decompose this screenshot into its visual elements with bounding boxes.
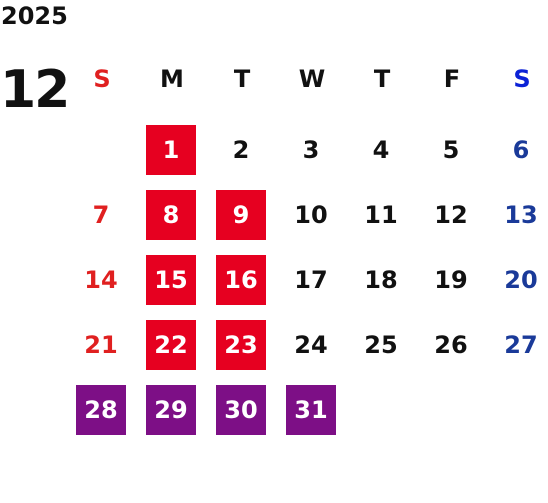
day-cell[interactable]: 13 [504,201,538,229]
day-cell[interactable]: 30 [216,385,266,435]
day-cell[interactable]: 18 [364,266,398,294]
day-cell[interactable]: 10 [294,201,328,229]
day-cell[interactable]: 12 [434,201,468,229]
year-label: 2025 [1,2,68,30]
day-cell[interactable]: 21 [84,331,118,359]
day-cell[interactable]: 17 [294,266,328,294]
day-cell[interactable]: 1 [146,125,196,175]
weekday-thu: T [373,65,391,93]
day-cell[interactable]: 5 [442,136,460,164]
day-cell[interactable]: 25 [364,331,398,359]
weekday-sat: S [513,65,531,93]
day-cell[interactable]: 22 [146,320,196,370]
day-cell[interactable]: 24 [294,331,328,359]
day-cell[interactable]: 11 [364,201,398,229]
day-cell[interactable]: 6 [512,136,530,164]
day-cell[interactable]: 2 [232,136,250,164]
day-cell[interactable]: 29 [146,385,196,435]
day-cell[interactable]: 16 [216,255,266,305]
day-cell[interactable]: 23 [216,320,266,370]
weekday-fri: F [443,65,461,93]
weekday-tue: T [233,65,251,93]
day-cell[interactable]: 27 [504,331,538,359]
day-cell[interactable]: 7 [92,201,110,229]
weekday-wed: W [298,65,326,93]
weekday-sun: S [93,65,111,93]
day-cell[interactable]: 8 [146,190,196,240]
day-cell[interactable]: 14 [84,266,118,294]
day-cell[interactable]: 26 [434,331,468,359]
day-cell[interactable]: 15 [146,255,196,305]
day-cell[interactable]: 28 [76,385,126,435]
month-label: 12 [0,60,70,120]
day-cell[interactable]: 9 [216,190,266,240]
day-cell[interactable]: 3 [302,136,320,164]
weekday-mon: M [160,65,184,93]
day-cell[interactable]: 31 [286,385,336,435]
day-cell[interactable]: 19 [434,266,468,294]
day-cell[interactable]: 20 [504,266,538,294]
day-cell[interactable]: 4 [372,136,390,164]
